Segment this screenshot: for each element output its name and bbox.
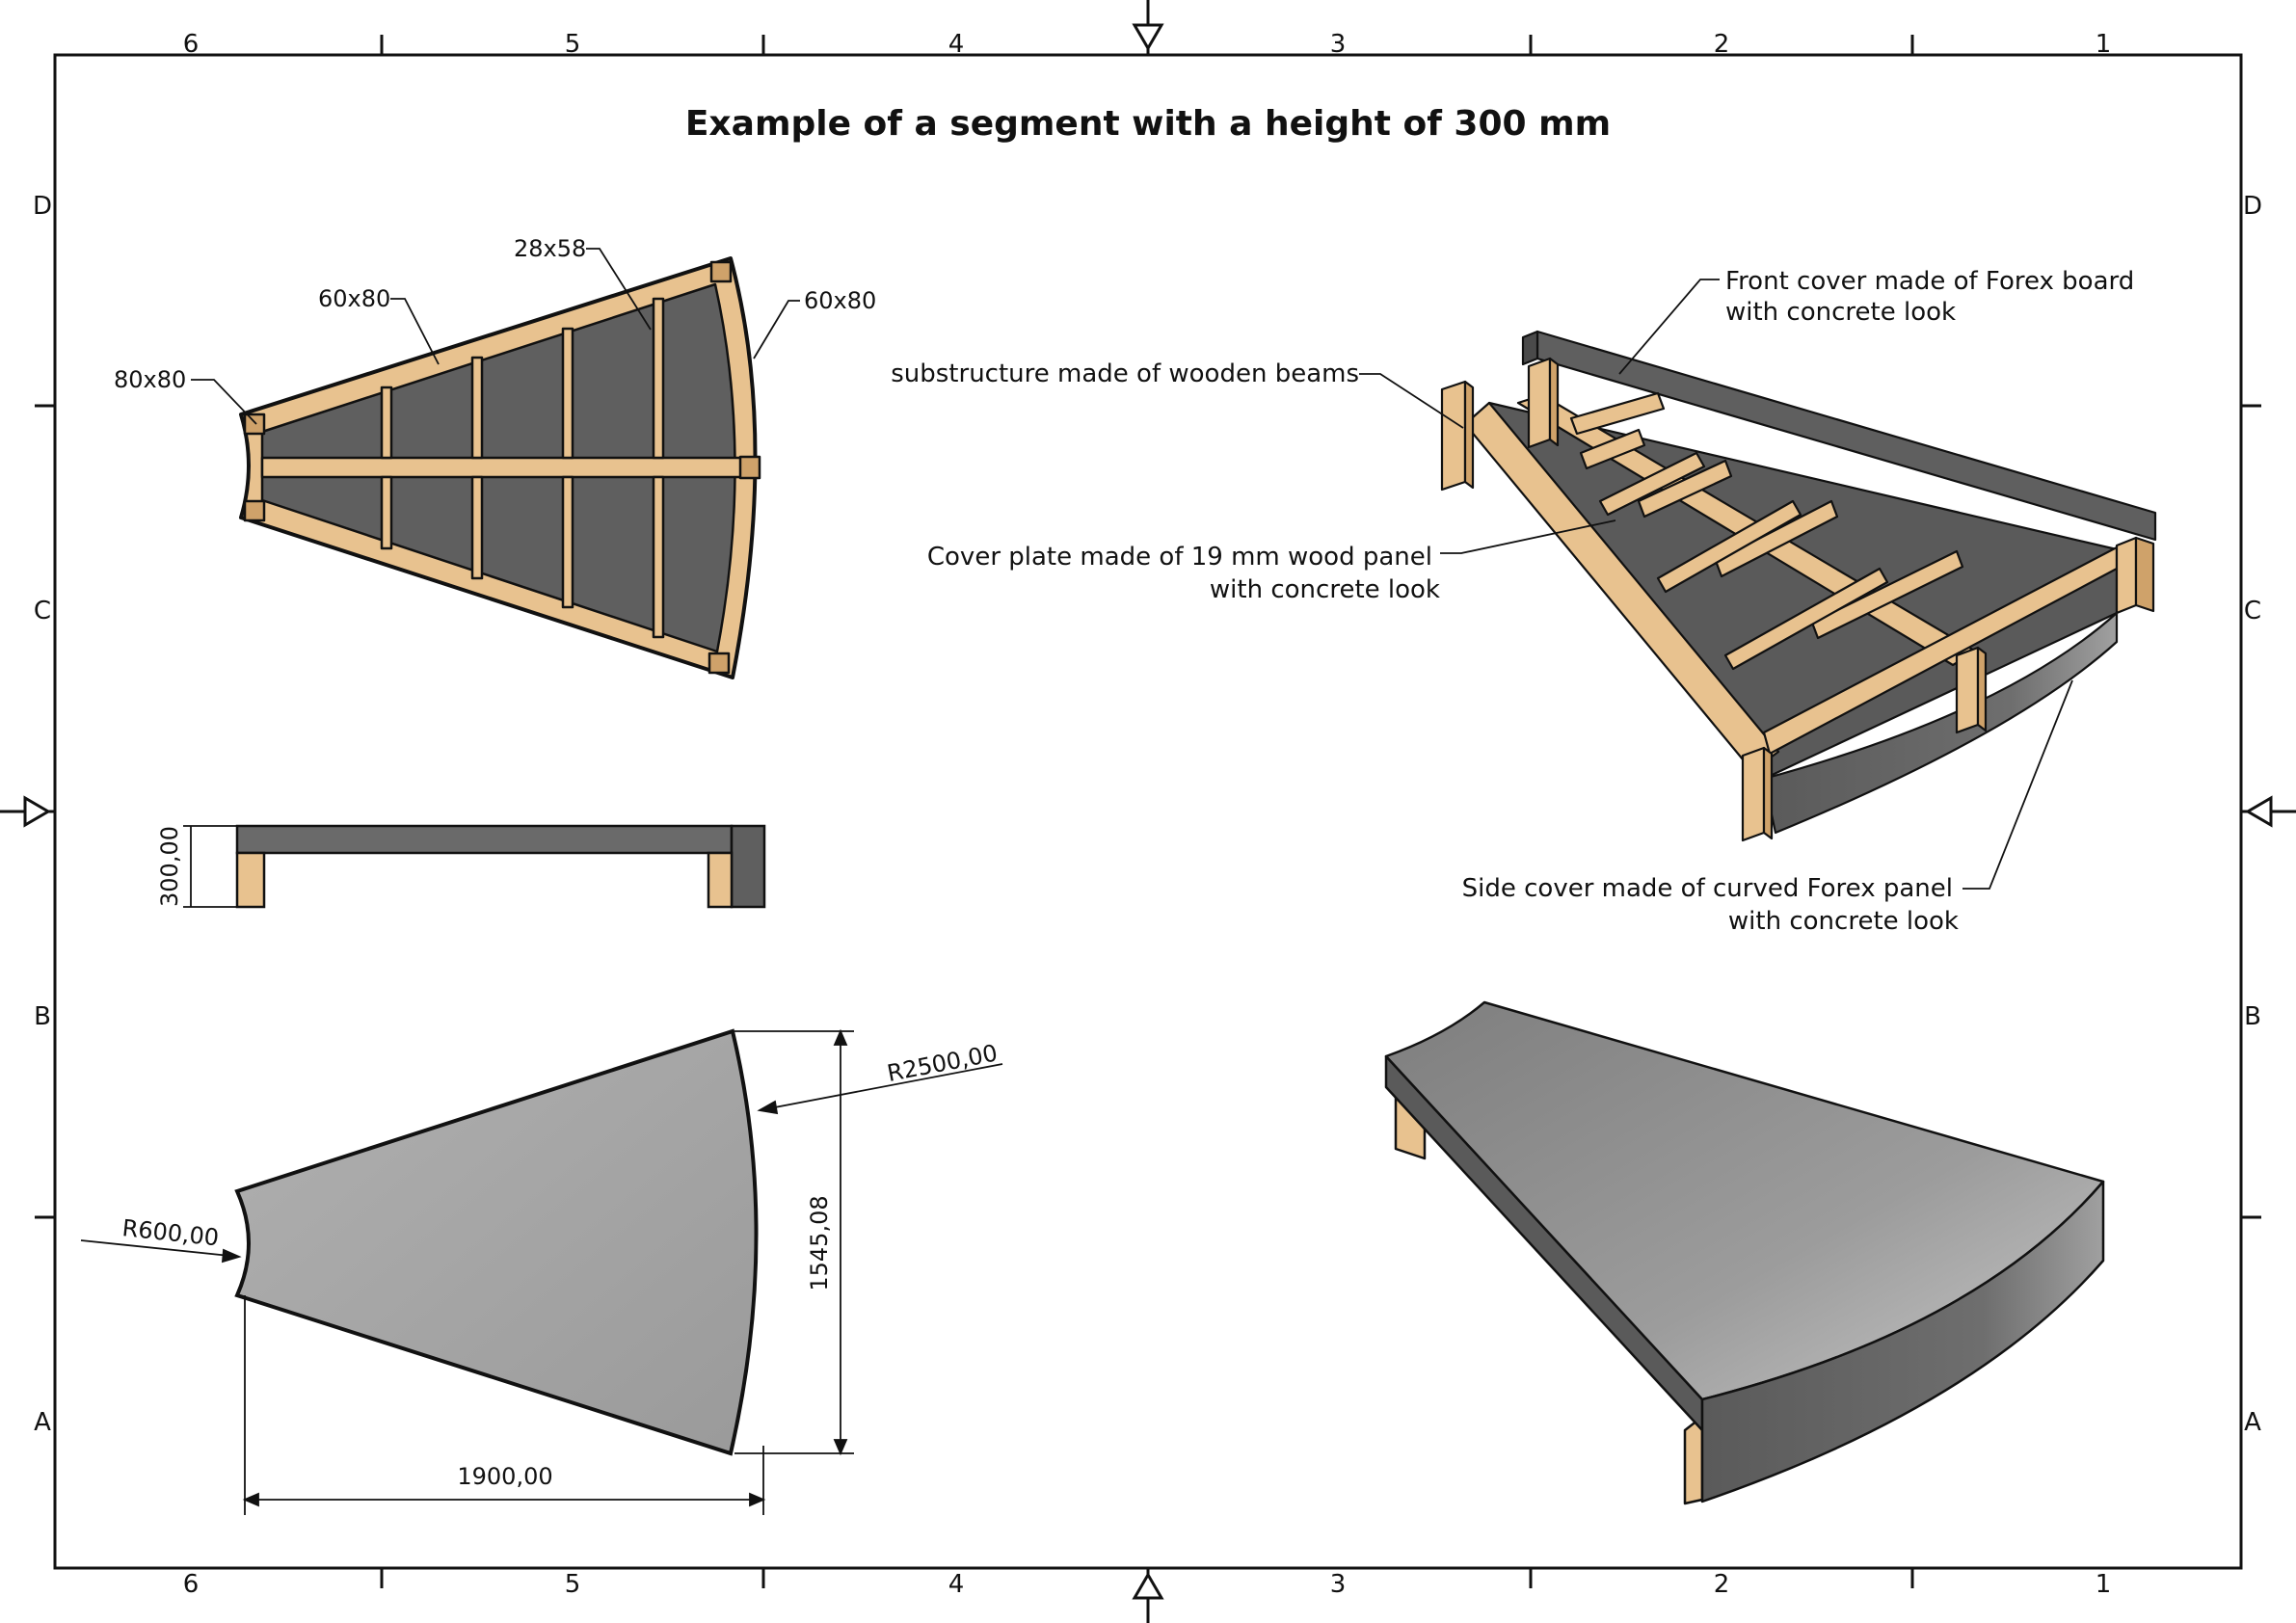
callout-front-cover-line1: Front cover made of Forex board <box>1725 267 2134 296</box>
column-label-top-1: 1 <box>2096 30 2112 59</box>
dim-segment-height: 1545,08 <box>806 1195 833 1290</box>
side-view-height-dimension <box>183 825 237 908</box>
label-60x80-right: 60x80 <box>804 287 876 314</box>
label-28x58: 28x58 <box>514 235 586 262</box>
label-80x80: 80x80 <box>114 366 186 393</box>
column-label-bottom-1: 1 <box>2096 1570 2112 1599</box>
row-label-right-A: A <box>2244 1408 2261 1437</box>
label-60x80-left: 60x80 <box>318 285 390 312</box>
isometric-finished-view <box>1384 1000 2105 1505</box>
row-label-left-D: D <box>33 192 52 221</box>
dim-segment-width: 1900,00 <box>457 1463 552 1490</box>
column-label-bottom-6: 6 <box>183 1570 200 1599</box>
row-label-left-B: B <box>34 1002 51 1031</box>
center-mark-bottom <box>1132 1568 1164 1623</box>
dim-outer-radius: R2500,00 <box>885 1039 1000 1087</box>
row-label-left-C: C <box>34 597 51 625</box>
column-label-bottom-2: 2 <box>1714 1570 1730 1599</box>
callout-front-cover-line2: with concrete look <box>1725 298 1956 327</box>
column-label-top-6: 6 <box>183 30 200 59</box>
column-label-bottom-5: 5 <box>565 1570 581 1599</box>
callout-side-cover-line1: Side cover made of curved Forex panel <box>1462 874 1953 903</box>
callout-side-cover-line2: with concrete look <box>1728 907 1959 936</box>
dim-height-300: 300,00 <box>156 826 183 907</box>
row-label-right-D: D <box>2243 192 2262 221</box>
center-mark-right <box>2241 795 2296 828</box>
frame-plan-view <box>239 256 761 679</box>
plan-dimension-lines <box>80 1028 1003 1515</box>
dimensioned-plan-view <box>234 1028 759 1456</box>
column-label-top-5: 5 <box>565 30 581 59</box>
callout-substructure: substructure made of wooden beams <box>891 359 1359 388</box>
callout-cover-plate-line1: Cover plate made of 19 mm wood panel <box>927 543 1432 572</box>
column-label-top-2: 2 <box>1714 30 1730 59</box>
isometric-substructure-view <box>1440 330 2157 842</box>
column-label-bottom-4: 4 <box>948 1570 965 1599</box>
callout-cover-plate-line2: with concrete look <box>1210 575 1440 604</box>
column-label-bottom-3: 3 <box>1330 1570 1347 1599</box>
row-label-right-C: C <box>2244 597 2261 625</box>
column-label-top-4: 4 <box>948 30 965 59</box>
drawing-title: Example of a segment with a height of 30… <box>684 104 1612 144</box>
center-mark-top <box>1132 0 1164 55</box>
row-label-right-B: B <box>2244 1002 2261 1031</box>
side-view <box>235 824 766 909</box>
center-mark-left <box>0 795 55 828</box>
row-label-left-A: A <box>34 1408 51 1437</box>
column-label-top-3: 3 <box>1330 30 1347 59</box>
